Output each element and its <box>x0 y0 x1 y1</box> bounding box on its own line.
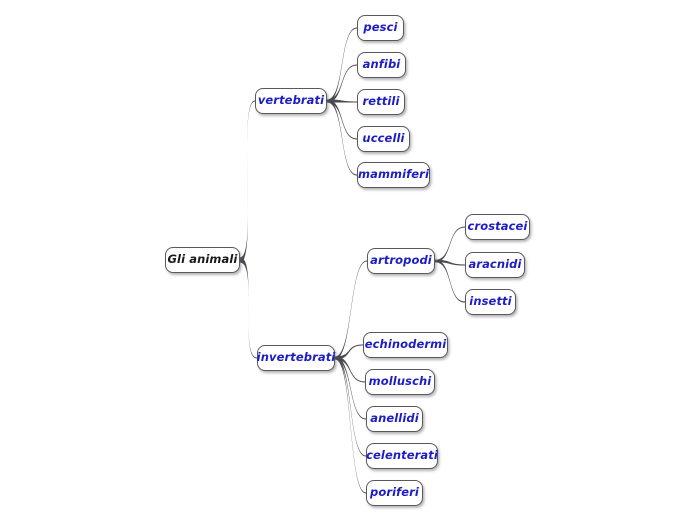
node-label: mammiferi <box>358 167 429 182</box>
node-label: rettili <box>362 94 400 109</box>
node-anfibi[interactable]: anfibi <box>357 52 406 78</box>
node-label: aracnidi <box>468 257 522 272</box>
node-echinodermi[interactable]: echinodermi <box>363 332 448 358</box>
node-label: celenterati <box>366 448 438 463</box>
node-insetti[interactable]: insetti <box>465 289 516 315</box>
node-label: Gli animali <box>167 252 238 267</box>
node-label: pesci <box>363 20 398 35</box>
node-celenterati[interactable]: celenterati <box>366 443 438 469</box>
node-mammiferi[interactable]: mammiferi <box>357 162 430 188</box>
node-label: anellidi <box>370 411 419 426</box>
node-label: anfibi <box>362 57 401 72</box>
node-uccelli[interactable]: uccelli <box>357 126 410 152</box>
node-poriferi[interactable]: poriferi <box>366 480 423 506</box>
node-label: molluschi <box>368 374 432 389</box>
node-label: echinodermi <box>364 337 447 352</box>
node-root[interactable]: Gli animali <box>165 247 240 273</box>
node-label: vertebrati <box>257 93 325 108</box>
node-label: crostacei <box>467 219 528 234</box>
node-vertebrati[interactable]: vertebrati <box>255 88 327 114</box>
node-label: uccelli <box>362 131 405 146</box>
node-label: artropodi <box>370 253 432 268</box>
node-crostacei[interactable]: crostacei <box>465 214 530 240</box>
node-label: insetti <box>469 294 512 309</box>
node-label: poriferi <box>370 485 419 500</box>
node-invertebrati[interactable]: invertebrati <box>257 345 335 371</box>
node-molluschi[interactable]: molluschi <box>365 369 435 395</box>
node-pesci[interactable]: pesci <box>357 15 404 41</box>
node-artropodi[interactable]: artropodi <box>367 248 435 274</box>
node-aracnidi[interactable]: aracnidi <box>465 252 525 278</box>
node-anellidi[interactable]: anellidi <box>366 406 423 432</box>
node-rettili[interactable]: rettili <box>357 89 405 115</box>
node-label: invertebrati <box>256 350 336 365</box>
